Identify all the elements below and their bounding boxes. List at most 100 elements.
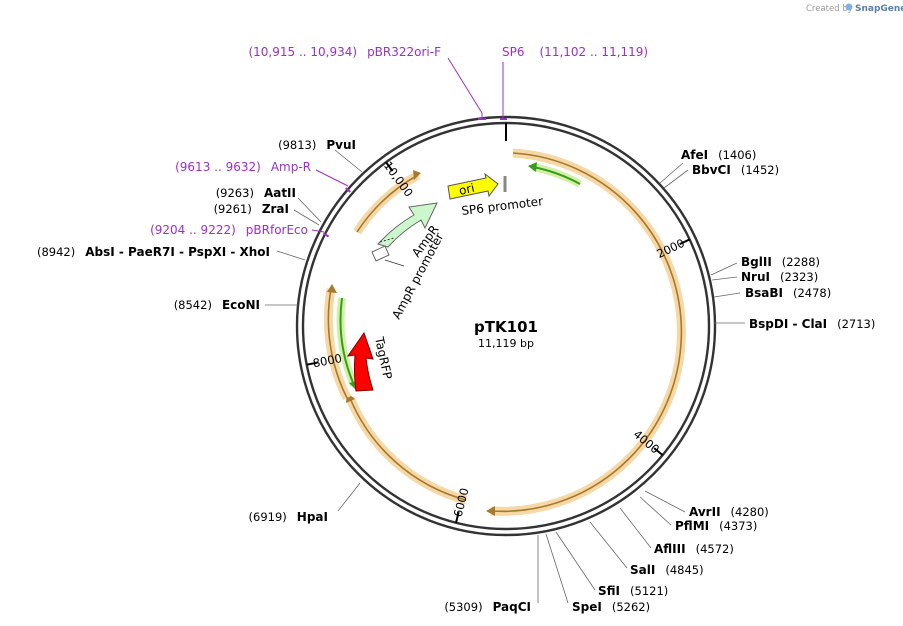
site-name-sali: SalI (630, 563, 655, 577)
site-label-paqci[interactable]: (5309) PaqCI (444, 600, 531, 614)
scale-tick-1 (653, 447, 664, 456)
site-name-avrii: AvrII (689, 505, 721, 519)
ori-label: ori (458, 181, 476, 198)
tagrfp-label: TagRFP (372, 335, 395, 381)
site-name-sfii: SfiI (598, 584, 620, 598)
site-label-zrai[interactable]: (9261) ZraI (214, 202, 289, 216)
site-pos-bglii: (2288) (782, 255, 820, 269)
primer-name-sp6: SP6 (502, 45, 525, 59)
site-label-pvui[interactable]: (9813) PvuI (278, 138, 356, 152)
site-pos-sali: (4845) (665, 563, 703, 577)
site-label-nrui[interactable]: NruI (2323) (741, 270, 818, 284)
site-label-hpai[interactable]: (6919)HpaI (249, 510, 328, 524)
orf-arc-left (327, 288, 348, 399)
primer-name-pbrforeco: pBRforEco (246, 223, 308, 237)
scale-tick-2 (455, 511, 460, 523)
site-name-bbvci: BbvCI (692, 163, 731, 177)
ampr-feature[interactable] (377, 202, 438, 248)
tagrfp-feature[interactable] (346, 331, 374, 392)
scale-tick-0 (679, 238, 691, 246)
primer-label-sp6[interactable]: SP6 (11,102 .. 11,119) (502, 45, 648, 59)
primer-sp6-marker (500, 118, 507, 120)
site-label-sfii[interactable]: SfiI (5121) (598, 584, 668, 598)
site-label-aatii[interactable]: (9263) AatII (216, 186, 296, 200)
primer-range-amp-r: (9613 .. 9632) (175, 160, 261, 174)
site-name-pflmi: PflMI (675, 519, 709, 533)
site-name-pvui: PvuI (326, 138, 356, 152)
site-label-bbvci[interactable]: BbvCI (1452) (692, 163, 779, 177)
primer-range-sp6: (11,102 .. 11,119) (540, 45, 649, 59)
site-name-econi: EcoNI (222, 298, 260, 312)
primer-leaders (311, 57, 504, 233)
site-name-afliii: AflIII (654, 542, 686, 556)
primer-range-pbr322ori-f: (10,915 .. 10,934) (248, 45, 357, 59)
site-pos-zrai: (9261) (214, 202, 252, 216)
primer-name-amp-r: Amp-R (271, 160, 311, 174)
site-pos-pflmi: (4373) (719, 519, 757, 533)
scale-tick-label-3: 8000 (312, 351, 343, 370)
site-name-aatii: AatII (264, 186, 296, 200)
primer-pbrforeco-marker (322, 232, 330, 238)
site-pos-bsabi: (2478) (793, 286, 831, 300)
orf-arc-bottom (349, 397, 467, 501)
site-pos-bbvci: (1452) (741, 163, 779, 177)
ori-feature[interactable] (447, 172, 499, 200)
site-name-bglii: BglII (741, 255, 772, 269)
plasmid-name: pTK101 (474, 318, 538, 336)
ampr-promoter-leader (384, 259, 405, 267)
snapgene-logo-icon (845, 3, 853, 11)
site-label-spei[interactable]: SpeI (5262) (572, 600, 650, 614)
site-label-pflmi[interactable]: PflMI (4373) (675, 519, 757, 533)
primer-pbr322ori-f-marker (478, 118, 486, 120)
site-label-afei[interactable]: AfeI (1406) (681, 148, 756, 162)
site-name-nrui: NruI (741, 270, 770, 284)
site-label-bspdi-clai[interactable]: BspDI - ClaI(2713) (749, 317, 875, 331)
orf-arc-bottom-halo (345, 396, 468, 505)
site-pos-absi-xhoi: (8942) (37, 245, 75, 259)
primer-amp-r-marker (345, 187, 351, 193)
primer-label-amp-r[interactable]: (9613 .. 9632) Amp-R (175, 160, 311, 174)
orf-arc-topleft (356, 174, 419, 233)
scale-tick-3 (306, 361, 318, 366)
site-pos-avrii: (4280) (731, 505, 769, 519)
site-pos-afliii: (4572) (696, 542, 734, 556)
credit-prefix: Created by (806, 4, 853, 14)
green-arc-left (339, 297, 355, 386)
ampr-promoter-dash (379, 237, 395, 243)
site-pos-sfii: (5121) (630, 584, 668, 598)
orf-arc-topleft-arrow-icon (413, 170, 421, 180)
site-name-spei: SpeI (572, 600, 602, 614)
orf-arc-right (490, 152, 683, 513)
backbone-outer-ring (295, 115, 717, 537)
plasmid-length: 11,119 bp (478, 337, 534, 350)
site-pos-nrui: (2323) (780, 270, 818, 284)
site-label-absi-xhoi[interactable]: (8942) AbsI - PaeR7I - PspXI - XhoI (37, 245, 270, 259)
site-label-bsabi[interactable]: BsaBI(2478) (745, 286, 831, 300)
site-leaders (265, 149, 745, 604)
site-pos-pvui: (9813) (278, 138, 316, 152)
site-name-absi-xhoi: AbsI - PaeR7I - PspXI - XhoI (85, 245, 270, 259)
primer-name-pbr322ori-f: pBR322ori-F (367, 45, 441, 59)
green-arc-top-arrow-icon (528, 162, 537, 172)
primer-range-pbrforeco: (9204 .. 9222) (150, 223, 236, 237)
site-label-afliii[interactable]: AflIII (4572) (654, 542, 734, 556)
site-label-econi[interactable]: (8542)EcoNI (174, 298, 260, 312)
site-pos-aatii: (9263) (216, 186, 254, 200)
site-pos-afei: (1406) (718, 148, 756, 162)
primer-label-pbrforeco[interactable]: (9204 .. 9222) pBRforEco (150, 223, 308, 237)
site-label-bglii[interactable]: BglII (2288) (741, 255, 820, 269)
site-label-sali[interactable]: SalI (4845) (630, 563, 704, 577)
primer-label-pbr322ori-f[interactable]: (10,915 .. 10,934) pBR322ori-F (248, 45, 441, 59)
site-pos-spei: (5262) (612, 600, 650, 614)
site-label-avrii[interactable]: AvrII (4280) (689, 505, 769, 519)
scale-tick-label-2: 6000 (451, 486, 472, 518)
sp6-promoter-label: SP6 promoter (461, 194, 544, 218)
site-pos-paqci: (5309) (444, 600, 482, 614)
credit-brand: SnapGene (855, 4, 903, 14)
site-name-zrai: ZraI (262, 202, 289, 216)
site-name-afei: AfeI (681, 148, 708, 162)
site-name-bspdi-clai: BspDI - ClaI (749, 317, 827, 331)
site-name-paqci: PaqCI (493, 600, 531, 614)
ampr-promoter-feature[interactable] (371, 245, 390, 262)
